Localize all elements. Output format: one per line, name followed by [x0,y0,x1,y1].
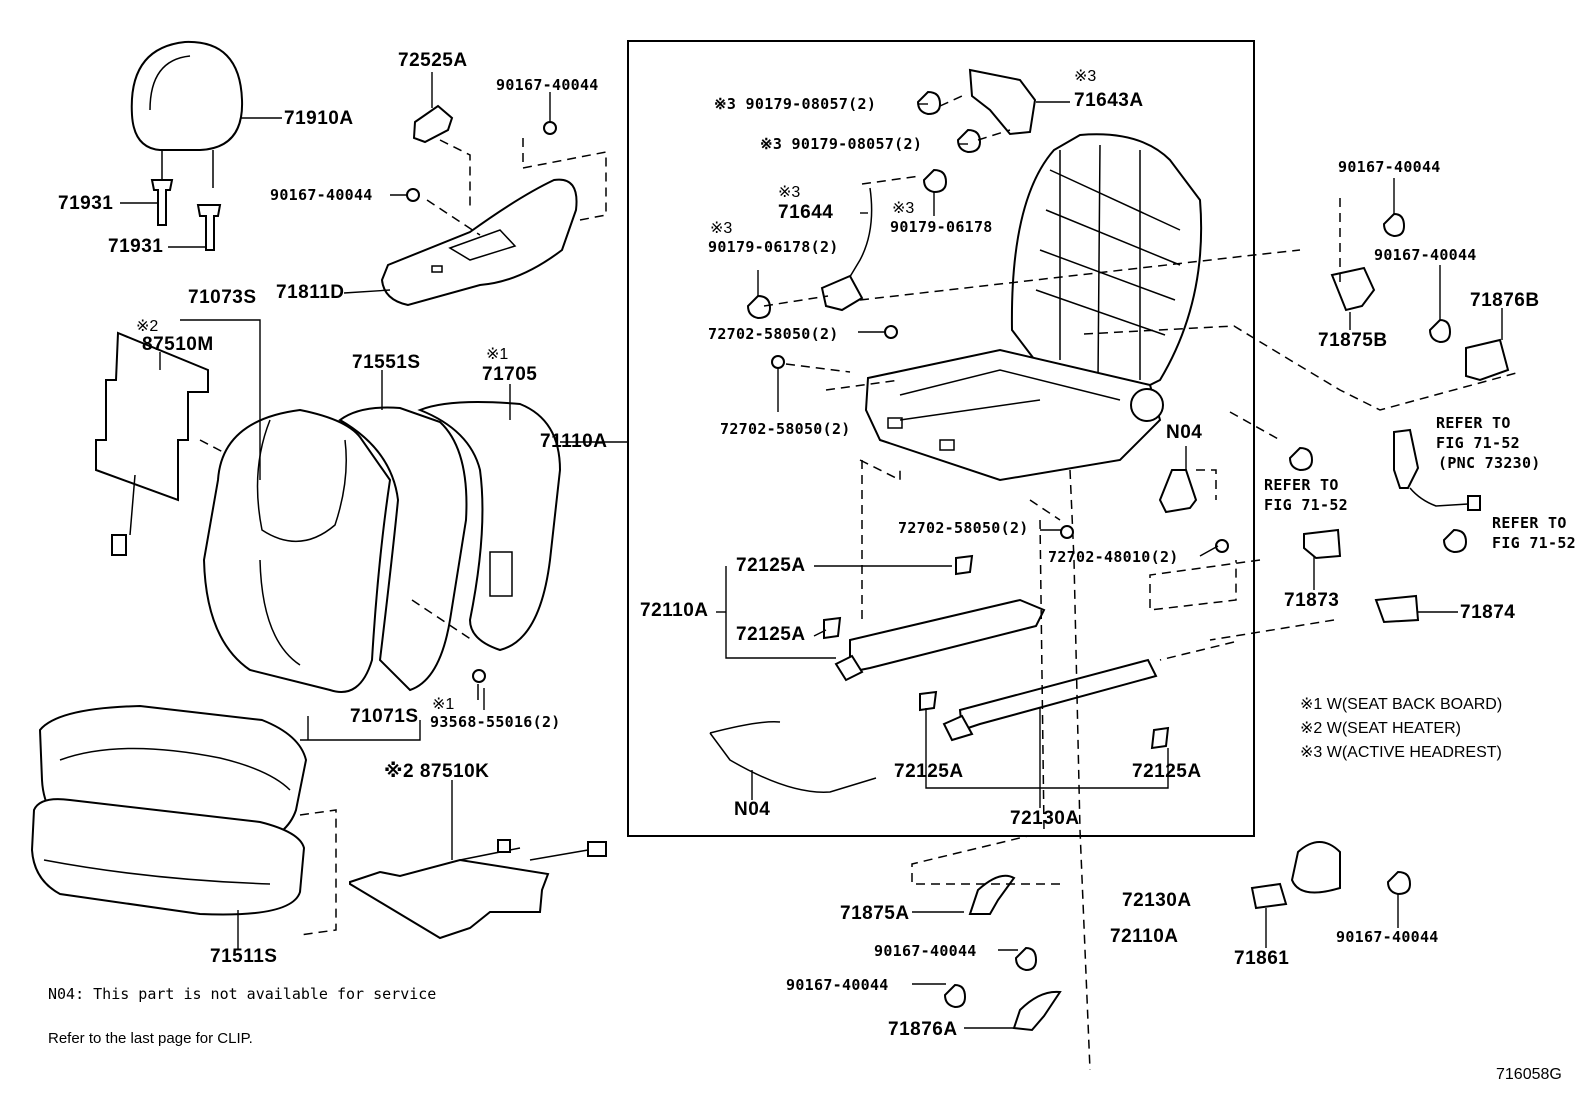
seat-frame-drawing [709,68,1229,793]
label-71873: 71873 [1284,590,1340,611]
label-93568-mark: ※1 [432,696,455,713]
label-71910A: 71910A [284,108,354,129]
label-72125A-bottom-left: 72125A [894,761,964,782]
label-72110A-bottom: 72110A [1110,926,1179,947]
label-71876A: 71876A [888,1019,958,1040]
label-90179-06178-2-mark: ※3 [710,220,733,237]
label-72125A-middle: 72125A [736,624,806,645]
label-71071S: 71071S [350,706,419,727]
label-71705: 71705 [482,364,538,385]
label-71644-mark: ※3 [778,184,801,201]
label-90167-40044-top: 90167-40044 [496,76,599,94]
label-93568-55016: 93568-55016(2) [430,713,561,731]
label-87510K: ※2 87510K [384,761,490,782]
legend-item-3: ※3 W(ACTIVE HEADREST) [1300,744,1502,761]
label-refer-1-line1: REFER TO [1436,414,1511,432]
legend-item-1: ※1 W(SEAT BACK BOARD) [1300,696,1503,713]
label-71875B: 71875B [1318,330,1388,351]
figure-id: 716058G [1496,1066,1562,1083]
label-71643A-mark: ※3 [1074,68,1097,85]
label-72130A-frame: 72130A [1010,808,1080,829]
leader-lines [120,72,1503,1029]
label-71876B: 71876B [1470,290,1540,311]
legend: ※1 W(SEAT BACK BOARD) ※2 W(SEAT HEATER) … [1300,694,1502,762]
seat-shield-drawing [380,104,607,307]
label-71931-lower: 71931 [108,236,164,257]
label-90167-40044-right-lower: 90167-40044 [1374,246,1477,264]
label-71073S: 71073S [188,287,257,308]
label-refer-3-line1: REFER TO [1492,514,1567,532]
label-71110A: 71110A [540,431,608,452]
label-71551S: 71551S [352,352,421,373]
label-72110A-frame: 72110A [640,600,709,621]
label-refer-2-line2: FIG 71-52 [1264,496,1348,514]
label-71875A: 71875A [840,903,910,924]
label-90179-08057-lower: ※3 90179-08057(2) [760,135,923,153]
label-90179-06178-mark: ※3 [892,200,915,217]
right-side-parts-drawing [943,212,1510,1032]
label-72125A-bottom-right: 72125A [1132,761,1202,782]
label-71643A: 71643A [1074,90,1144,111]
label-refer-1-line3: (PNC 73230) [1438,454,1541,472]
label-71811D: 71811D [276,282,345,303]
seat-frame-group-box [627,40,1255,837]
label-90167-40044-bottom-2: 90167-40044 [786,976,889,994]
label-90167-40044-right-upper: 90167-40044 [1338,158,1441,176]
label-71705-mark: ※1 [486,346,509,363]
label-72702-58050-middle: 72702-58050(2) [720,420,851,438]
label-N04-lower: N04 [734,799,771,820]
label-72702-48010: 72702-48010(2) [1048,548,1179,566]
label-90167-40044-bottom-1: 90167-40044 [874,942,977,960]
note-n04: N04: This part is not available for serv… [48,985,437,1003]
seatback-cover-drawing [202,401,562,700]
note-clip: Refer to the last page for CLIP. [48,1030,253,1047]
label-87510M: 87510M [142,334,214,355]
label-refer-2-line1: REFER TO [1264,476,1339,494]
label-90179-06178: 90179-06178 [890,218,993,236]
label-71511S: 71511S [210,946,278,967]
label-refer-1-line2: FIG 71-52 [1436,434,1520,452]
label-72130A-bottom: 72130A [1122,890,1192,911]
label-71931-upper: 71931 [58,193,114,214]
headrest-drawing [130,40,244,251]
label-refer-3-line2: FIG 71-52 [1492,534,1576,552]
label-90179-06178-2: 90179-06178(2) [708,238,839,256]
label-90179-08057-upper: ※3 90179-08057(2) [714,95,877,113]
label-72525A: 72525A [398,50,468,71]
label-72702-58050-upper: 72702-58050(2) [708,325,839,343]
label-72702-58050-lower: 72702-58050(2) [898,519,1029,537]
seat-cushion-drawing [30,704,337,936]
label-71861: 71861 [1234,948,1290,969]
label-N04-upper: N04 [1166,422,1203,443]
label-71874: 71874 [1460,602,1516,623]
legend-item-2: ※2 W(SEAT HEATER) [1300,720,1461,737]
label-71644: 71644 [778,202,834,223]
label-90167-40044-left: 90167-40044 [270,186,373,204]
label-72125A-upper: 72125A [736,555,806,576]
assembly-dashed-lines [763,95,1521,1071]
label-87510M-mark: ※2 [136,318,159,335]
seat-heater-mat-drawing [349,839,607,940]
label-90167-40044-bottom-right: 90167-40044 [1336,928,1439,946]
